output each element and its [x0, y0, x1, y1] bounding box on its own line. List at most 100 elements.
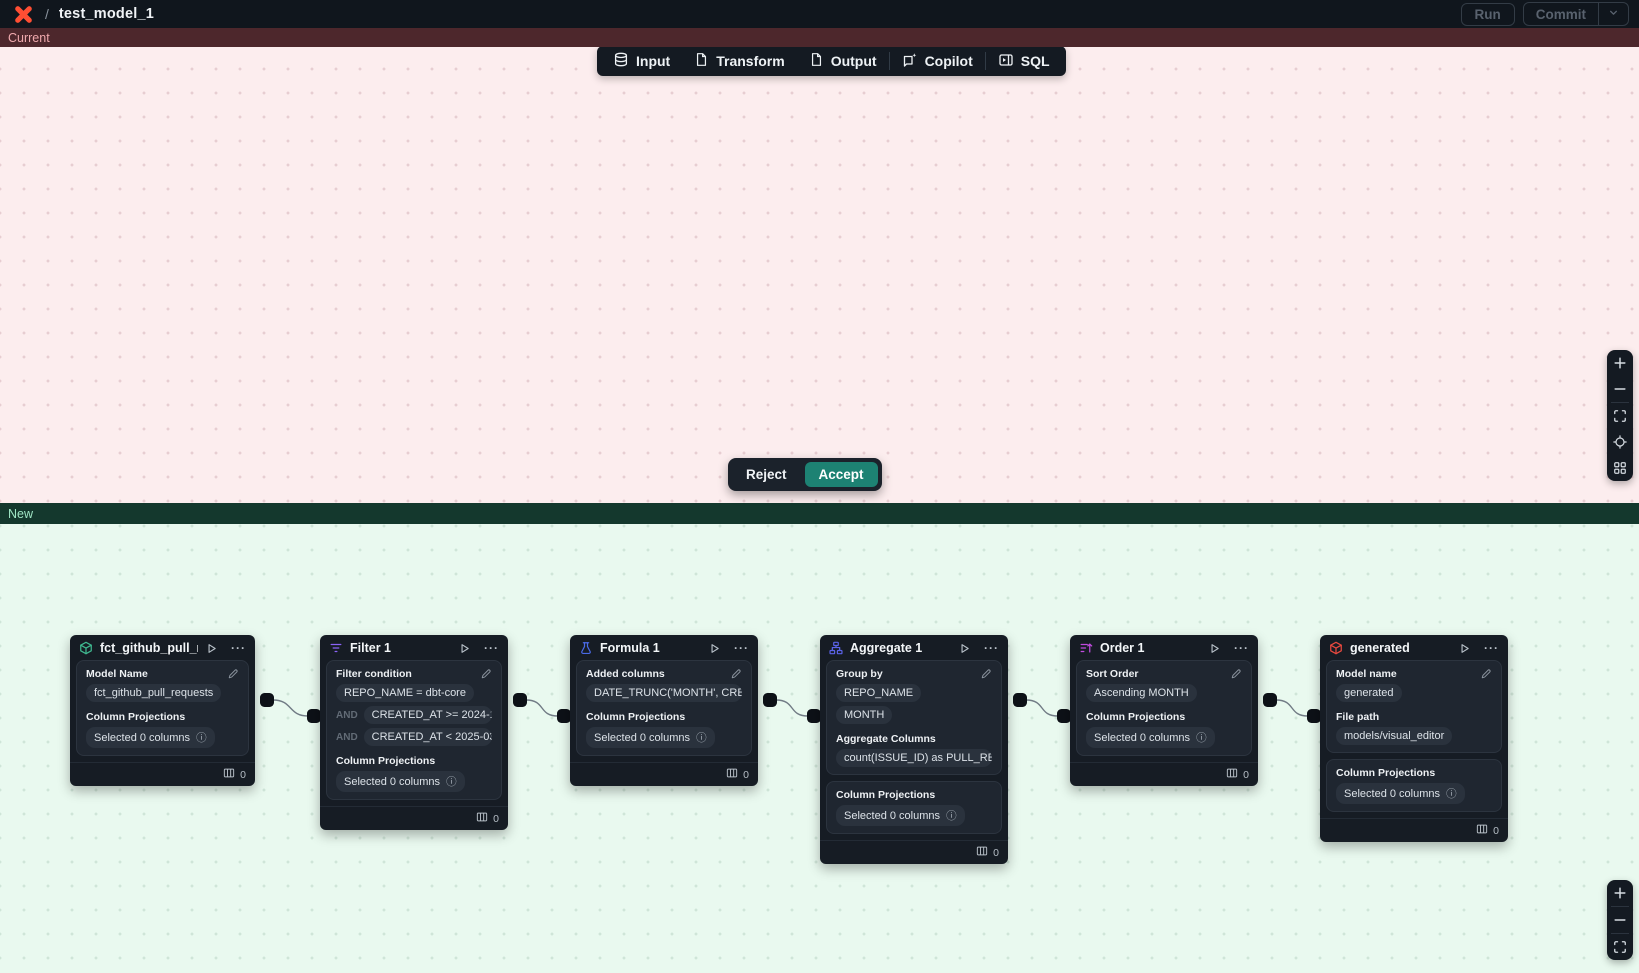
more-menu-icon[interactable]: ··· [484, 641, 499, 655]
input-port[interactable] [557, 709, 571, 723]
commit-button[interactable]: Commit [1524, 3, 1598, 25]
output-port[interactable] [513, 693, 527, 707]
row-count-badge[interactable]: 0 [1070, 762, 1258, 786]
more-menu-icon[interactable]: ··· [231, 641, 246, 655]
plus-icon[interactable] [1607, 880, 1633, 906]
node-title: Order 1 [1100, 641, 1145, 655]
info-icon: ⓘ [696, 732, 707, 744]
reject-button[interactable]: Reject [732, 462, 801, 487]
row-count-badge[interactable]: 0 [570, 762, 758, 786]
node-header[interactable]: Formula 1 ··· [570, 635, 758, 660]
value-pill[interactable]: models/visual_editor [1336, 727, 1453, 745]
info-icon: ⓘ [1196, 732, 1207, 744]
accept-button[interactable]: Accept [804, 462, 878, 487]
more-menu-icon[interactable]: ··· [1234, 641, 1249, 655]
new-pane-label: New [8, 506, 34, 521]
play-icon[interactable] [458, 642, 471, 655]
row-count-badge[interactable]: 0 [820, 840, 1008, 864]
value-pill[interactable]: Selected 0 columns ⓘ [1086, 727, 1215, 748]
value-pill[interactable]: REPO_NAME [836, 684, 922, 702]
node-header[interactable]: Aggregate 1 ··· [820, 635, 1008, 660]
info-icon: ⓘ [946, 810, 957, 822]
play-icon[interactable] [205, 642, 218, 655]
edit-pencil-icon[interactable] [227, 668, 239, 680]
node-header[interactable]: Filter 1 ··· [320, 635, 508, 660]
node-header[interactable]: fct_github_pull_requests ··· [70, 635, 255, 660]
more-menu-icon[interactable]: ··· [1484, 641, 1499, 655]
edit-pencil-icon[interactable] [980, 668, 992, 680]
row-count-badge[interactable]: 0 [1320, 818, 1508, 842]
commit-dropdown-button[interactable] [1598, 3, 1628, 25]
columns-icon [223, 767, 235, 782]
graph-node-fct-github-pull-requests[interactable]: fct_github_pull_requests ··· Model Namef… [70, 635, 255, 786]
run-button[interactable]: Run [1460, 2, 1515, 26]
value-pill[interactable]: DATE_TRUNC('MONTH', CREATED_AT… [586, 684, 742, 702]
edit-pencil-icon[interactable] [1480, 668, 1492, 680]
edit-pencil-icon[interactable] [480, 668, 492, 680]
edit-pencil-icon[interactable] [730, 668, 742, 680]
info-icon: ⓘ [196, 732, 207, 744]
row-count-badge[interactable]: 0 [70, 762, 255, 786]
value-pill[interactable]: Selected 0 columns ⓘ [86, 727, 215, 748]
more-menu-icon[interactable]: ··· [734, 641, 749, 655]
input-port[interactable] [807, 709, 821, 723]
minus-icon[interactable] [1607, 907, 1633, 933]
input-port[interactable] [1307, 709, 1321, 723]
new-canvas[interactable]: fct_github_pull_requests ··· Model Namef… [0, 524, 1639, 973]
database-icon [613, 52, 629, 71]
edit-pencil-icon[interactable] [1230, 668, 1242, 680]
value-pill[interactable]: Ascending MONTH [1086, 684, 1197, 702]
value-pill[interactable]: fct_github_pull_requests [86, 684, 222, 702]
value-pill[interactable]: generated [1336, 684, 1402, 702]
value-pill[interactable]: Selected 0 columns ⓘ [336, 771, 465, 792]
row-count: 0 [1243, 768, 1249, 781]
output-port[interactable] [1013, 693, 1027, 707]
value-pill[interactable]: Selected 0 columns ⓘ [836, 805, 965, 826]
copilot-icon [902, 52, 918, 71]
fit-view-icon[interactable] [1607, 403, 1633, 429]
toolbar-item-sql[interactable]: SQL [986, 47, 1062, 76]
toolbar-item-output[interactable]: Output [797, 47, 889, 76]
value-pill[interactable]: Selected 0 columns ⓘ [1336, 783, 1465, 804]
row-count-badge[interactable]: 0 [320, 806, 508, 830]
toolbar-item-copilot[interactable]: Copilot [890, 47, 985, 76]
toolbar-item-input[interactable]: Input [601, 47, 682, 76]
value-pill[interactable]: Selected 0 columns ⓘ [586, 727, 715, 748]
node-header[interactable]: Order 1 ··· [1070, 635, 1258, 660]
node-header[interactable]: generated ··· [1320, 635, 1508, 660]
output-port[interactable] [260, 693, 274, 707]
output-port[interactable] [1263, 693, 1277, 707]
node-title: Filter 1 [350, 641, 391, 655]
current-pane-label: Current [8, 30, 50, 45]
fit-view-icon[interactable] [1607, 934, 1633, 960]
value-pill[interactable]: REPO_NAME = dbt-core [336, 684, 474, 702]
play-icon[interactable] [1208, 642, 1221, 655]
toolbar-item-transform[interactable]: Transform [682, 47, 796, 76]
output-port[interactable] [763, 693, 777, 707]
plus-icon[interactable] [1607, 350, 1633, 376]
edge-connector [1025, 699, 1059, 717]
dbt-logo-icon[interactable] [14, 5, 33, 24]
play-icon[interactable] [1458, 642, 1471, 655]
more-menu-icon[interactable]: ··· [984, 641, 999, 655]
current-canvas[interactable]: Input Transform Output [0, 47, 1639, 503]
minimap-icon[interactable] [1607, 455, 1633, 481]
locate-icon[interactable] [1607, 429, 1633, 455]
play-icon[interactable] [708, 642, 721, 655]
value-pill[interactable]: CREATED_AT < 2025-03-01 [363, 728, 492, 746]
value-pill[interactable]: MONTH [836, 706, 893, 724]
input-port[interactable] [307, 709, 321, 723]
value-pill[interactable]: CREATED_AT >= 2024-12-01 [363, 706, 492, 724]
input-port[interactable] [1057, 709, 1071, 723]
value-pill[interactable]: count(ISSUE_ID) as PULL_REQUEST_… [836, 749, 992, 767]
minus-icon[interactable] [1607, 376, 1633, 402]
play-icon[interactable] [958, 642, 971, 655]
page-title: test_model_1 [58, 6, 154, 22]
